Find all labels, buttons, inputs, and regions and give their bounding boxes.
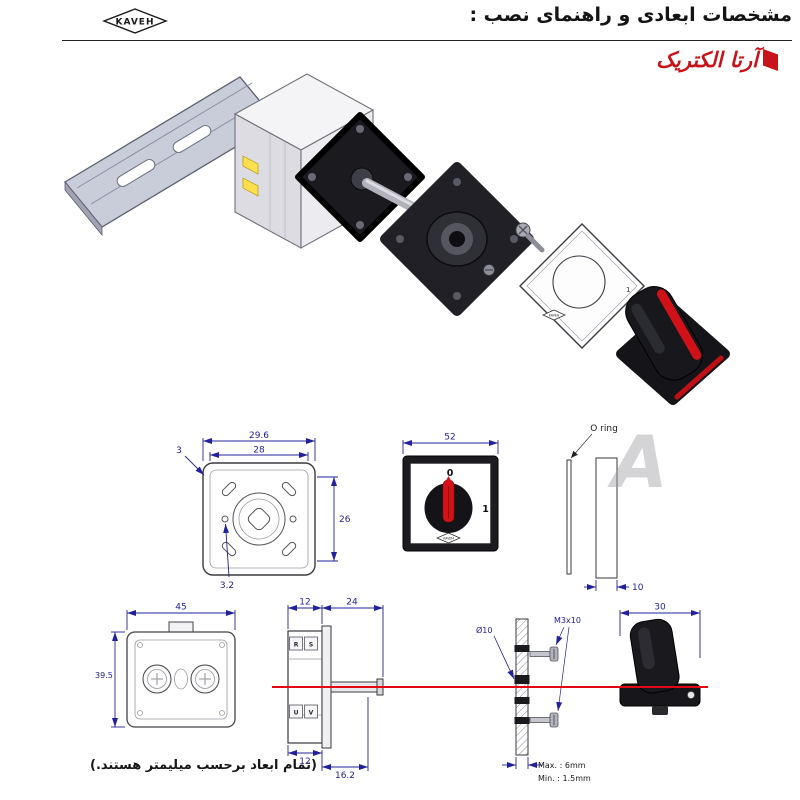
front-view-drawing: 29.6 28 26 3 3.2 [176, 431, 351, 591]
header-divider [62, 40, 792, 41]
panel-screw-1 [529, 646, 559, 662]
oring-label: O ring [590, 424, 618, 434]
panel-min-label: Min. : 1.5mm [538, 774, 591, 783]
dim-side-bottom-total: 16.2 [335, 771, 355, 781]
dim-panel-hole: Ø10 [476, 625, 492, 635]
panel-section-blobs [514, 645, 530, 724]
panel-screw-2 [529, 712, 559, 728]
position-1-label: 1 [482, 504, 489, 515]
terminal-label-sticker [242, 155, 259, 175]
din-rail [64, 76, 278, 237]
footer-note: (تمام ابعاد برحسب میلیمتر هستند.) [90, 758, 317, 773]
handle-knob [616, 286, 730, 405]
dim-front-corner: 3 [176, 446, 182, 456]
oring-dim-lines [584, 580, 629, 591]
dim-front-hole: 3.2 [220, 581, 234, 591]
kaveh-logo-text: KAVEH [116, 18, 155, 28]
kaveh-logo-icon: KAVEH [102, 8, 168, 34]
rear-view-body [126, 621, 236, 728]
face-view-drawing: 52 0 1 KAVEH [402, 433, 499, 552]
dim-side-body-depth: 12 [299, 598, 310, 608]
front-view-body [202, 462, 316, 576]
side-view-drawing: R S U V 12 24 12 16.2 [287, 598, 384, 781]
handle-red-stripe [656, 289, 702, 360]
face-kaveh-text: KAVEH [443, 537, 454, 541]
brand-name: آرتا الکتریک [656, 48, 758, 72]
panel-screw-label: M3x10 [554, 616, 581, 625]
panel-section-drawing: Ø10 M3x10 Max. : 6mm Min. : 1.5mm [476, 616, 591, 783]
rear-view-drawing: 45 39.5 [95, 603, 236, 728]
panel-max-label: Max. : 6mm [538, 761, 586, 770]
terminal-u-label: U [294, 710, 299, 717]
mounting-screw [515, 222, 545, 253]
oring-drawing: O ring 10 [566, 424, 644, 593]
face-kaveh-diamond [436, 532, 461, 544]
position-0-label: 0 [447, 468, 454, 479]
face-view-body: 0 1 KAVEH [402, 455, 499, 552]
gasket-strip [595, 457, 618, 579]
page-title: مشخصات ابعادی و راهنمای نصب : [469, 4, 792, 26]
panel-kaveh-text: KAVEH [549, 314, 560, 318]
front-view-dim-lines [184, 438, 338, 578]
terminal-s-label: S [309, 642, 313, 649]
oring-strip [566, 459, 572, 575]
dim-front-outer-width: 29.6 [249, 431, 269, 441]
watermark-letter: A [612, 420, 668, 504]
face-view-dim-lines [402, 440, 499, 454]
dim-handle-width: 30 [654, 603, 666, 613]
mounting-plate [380, 162, 534, 316]
dim-rear-height: 39.5 [95, 671, 113, 680]
dim-front-height: 26 [339, 515, 351, 525]
dim-side-bottom-body: 12 [299, 757, 310, 767]
panel-kaveh-diamond [542, 309, 566, 321]
exploded-view-drawing: KAVEH 1 [64, 73, 730, 405]
rear-view-dim-lines [111, 610, 236, 728]
panel-mark-text: 1 [626, 286, 630, 294]
centerline [272, 686, 708, 688]
dim-side-shaft-depth: 24 [346, 598, 358, 608]
dim-rear-width: 45 [175, 603, 186, 613]
dim-front-inner-width: 28 [253, 446, 265, 456]
brand-flag-icon [763, 49, 778, 71]
handle-red-edge [674, 355, 724, 400]
side-view-dim-lines [287, 605, 384, 771]
panel-cutout-circle [552, 255, 606, 309]
handle-dim-lines [619, 610, 701, 658]
kaveh-logo-diamond [102, 8, 168, 34]
panel-plate: KAVEH 1 [519, 223, 645, 349]
handle-side-drawing: 30 [619, 603, 701, 715]
dim-oring-width: 10 [632, 583, 644, 593]
terminal-r-label: R [294, 642, 299, 649]
panel-thickness-dim [502, 757, 542, 769]
oring-leader [570, 433, 593, 459]
dim-face-width: 52 [444, 433, 455, 443]
terminal-v-label: V [309, 710, 314, 717]
brand-logo: آرتا الکتریک [656, 48, 778, 72]
handle-side-body [619, 618, 701, 715]
terminal-label-sticker [242, 177, 259, 197]
